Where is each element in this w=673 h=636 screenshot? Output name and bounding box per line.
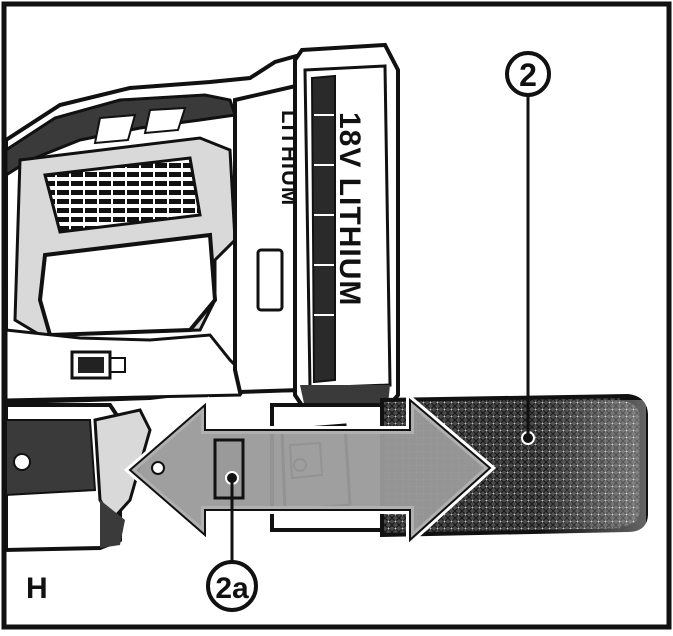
switch-detail [110, 357, 126, 373]
mount-window [256, 248, 284, 312]
shoe-dark-panel [5, 419, 97, 497]
tool-lower-body [4, 328, 252, 402]
ridge-notch-2 [93, 113, 137, 145]
arrow-tip-dot [151, 461, 165, 475]
battery-base [300, 385, 390, 408]
shoe-foot [100, 500, 125, 548]
battery-ribs [310, 74, 336, 384]
battery-rib-lines [314, 114, 334, 316]
slider-button [213, 438, 245, 500]
vent-grille [43, 156, 202, 234]
callout-circle-2 [505, 51, 551, 97]
panel-letter: H [26, 572, 48, 605]
motion-arrow [123, 391, 497, 549]
arrow-shape [128, 397, 492, 543]
callout-circle-2a [206, 560, 258, 612]
battery-pack-label: 18V LITHIUM [333, 112, 366, 306]
ridge-notch [143, 106, 187, 135]
switch-slider [78, 357, 104, 373]
battery-mount [233, 82, 302, 395]
handle-opening [37, 232, 218, 338]
callout-label-2a: 2a [215, 572, 249, 605]
shoe-screw [13, 453, 31, 471]
callout-label-2: 2 [519, 57, 537, 93]
